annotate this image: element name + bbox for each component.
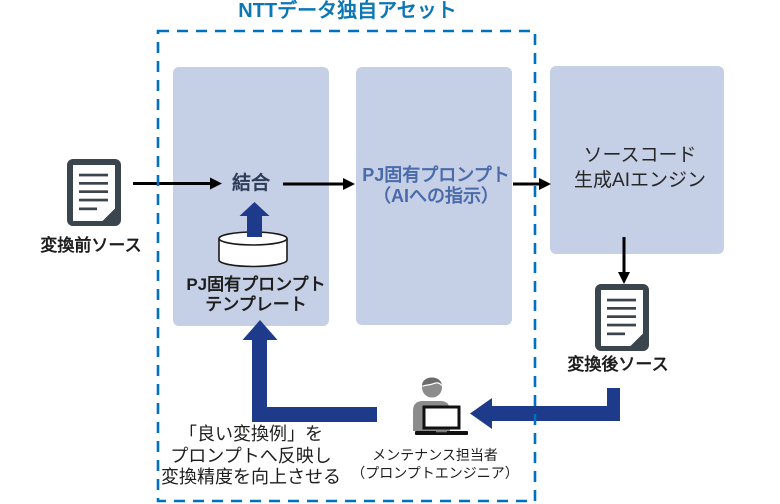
document-text-line (607, 332, 625, 336)
project-prompt-label-line: （AIへの指示） (373, 186, 499, 206)
feedback-note-line: プロンプトへ反映し (170, 445, 332, 466)
person-with-laptop-icon (413, 377, 468, 435)
project-prompt-label: PJ固有プロンプト （AIへの指示） (346, 165, 526, 207)
arrow-ai-engine-to-source-after (618, 237, 630, 284)
arrow-project-prompt-to-ai-engine (513, 178, 551, 190)
document-text-line (607, 298, 636, 302)
document-text-line (607, 323, 636, 327)
prompt-template-label-line: PJ固有プロンプト (186, 275, 326, 294)
prompt-template-label: PJ固有プロンプト テンプレート (166, 275, 346, 315)
document-icon (67, 159, 121, 226)
asset-group-boundary (156, 29, 537, 503)
document-text-line (607, 315, 636, 318)
source-before-label: 変換前ソース (40, 236, 142, 255)
feedback-note: 「良い変換例」を プロンプトへ反映し 変換精度を向上させる (141, 424, 361, 489)
maintainer-label: メンテナンス担当者 （プロンプトエンジニア） (335, 446, 535, 482)
arrow-source-before-to-combine (133, 177, 222, 190)
document-icon (595, 284, 649, 351)
maintainer-label-line: （プロンプトエンジニア） (351, 465, 519, 481)
feedback-note-line: 変換精度を向上させる (161, 467, 341, 487)
database-icon (218, 231, 288, 268)
asset-group-title: NTTデータ独自アセット (238, 0, 457, 22)
maintainer-label-line: メンテナンス担当者 (372, 447, 498, 463)
laptop-screen (422, 405, 461, 430)
document-text-line (79, 207, 97, 211)
document-text-line (79, 190, 108, 193)
document-text-line (607, 307, 636, 310)
ai-engine-box (550, 66, 724, 254)
arrow-head (343, 178, 355, 190)
document-text-line (79, 198, 108, 202)
combine-box (173, 67, 329, 326)
source-after-label: 変換後ソース (567, 355, 669, 374)
project-prompt-box (356, 67, 512, 325)
document-text-line (79, 173, 108, 177)
ai-engine-label: ソースコード 生成AIエンジン (545, 143, 735, 193)
arrow-maintainer-to-template (242, 320, 377, 422)
document-text-line (79, 182, 108, 185)
arrow-head (618, 272, 630, 284)
arrow-head (210, 177, 222, 190)
prompt-template-label-line: テンプレート (205, 295, 307, 314)
ai-engine-label-line: 生成AIエンジン (574, 170, 706, 191)
laptop-base (415, 431, 468, 435)
person-hair (421, 377, 442, 387)
ai-engine-label-line: ソースコード (583, 145, 697, 166)
database-body (218, 238, 288, 268)
project-prompt-label-line: PJ固有プロンプト (362, 165, 510, 185)
arrow-combine-to-project-prompt (283, 178, 355, 190)
combine-label: 結合 (231, 173, 270, 194)
arrow-template-to-combine (239, 202, 270, 237)
arrow-source-after-to-maintainer (470, 388, 620, 429)
person-hair-edge (422, 382, 443, 387)
arrow-head (539, 178, 551, 190)
feedback-note-line: 「良い変換例」を (179, 424, 323, 444)
laptop-hinge-notch (436, 431, 447, 433)
